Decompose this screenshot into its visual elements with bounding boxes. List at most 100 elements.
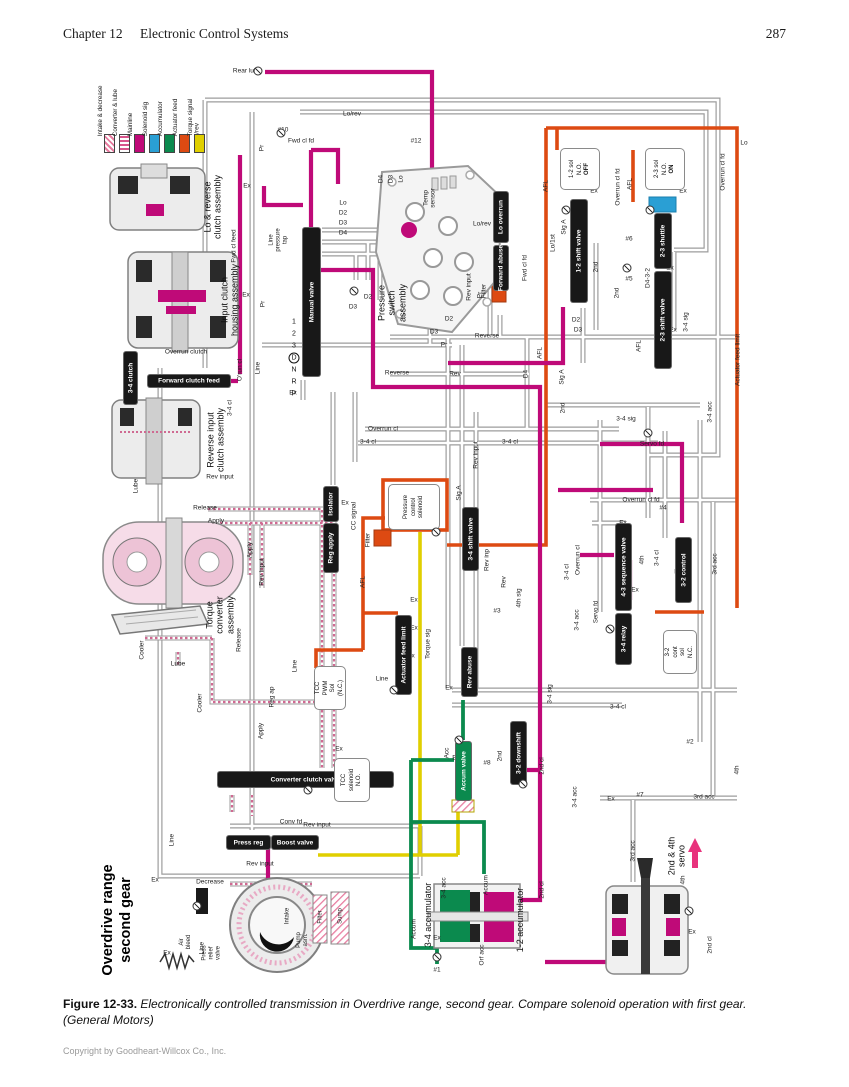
pipe-label: 2nd: [559, 402, 567, 414]
test-port-icon: [303, 785, 313, 795]
pipe-label: Ex: [341, 499, 349, 507]
test-port-icon: [454, 735, 464, 745]
pipe-label: Fwd cl fd: [287, 137, 315, 145]
pipe-label: 3-4 acc: [571, 786, 579, 808]
legend-swatch: [134, 134, 145, 153]
pipe-label: Lo: [740, 139, 748, 147]
pipe-label: Sig A: [560, 219, 568, 235]
gear-position-D: D: [288, 352, 300, 364]
pipe-label: 3-4 cl: [653, 550, 661, 566]
3-4-relay-valve-label: 3-4 relay: [620, 625, 627, 653]
pipe-label: Lo: [397, 175, 405, 183]
pipe-label: Fwd cl fd: [521, 254, 529, 282]
pipe-label: Cooler: [138, 640, 146, 660]
pipe-label: Ex: [445, 684, 453, 692]
chapter-label: Chapter 12: [63, 26, 123, 41]
pipe-label: 3-4 acc: [573, 609, 581, 631]
label-reverse-input-clutch-assembly: Reverse input clutch assembly: [205, 407, 226, 473]
3-2-control-valve-label: 3-2 control: [680, 553, 687, 587]
label-lo-reverse-clutch-assembly: Lo & reverse clutch assembly: [202, 174, 223, 240]
pipe-label: Lo/1st: [549, 234, 557, 252]
legend-swatch: [149, 134, 160, 153]
pipe-label: Line: [168, 833, 176, 847]
accumulator-pistons: [427, 883, 529, 949]
pipe-label: 3-4 sig: [682, 312, 690, 332]
manual-valve-label: Manual valve: [308, 281, 315, 323]
pipe-label: O'run cl: [236, 358, 244, 382]
pipe-label: 3-4 cl: [563, 564, 571, 580]
legend-swatch: [179, 134, 190, 153]
legend-label: Accumulator: [156, 101, 164, 137]
pressure-control-solenoid-label: Pressure control solenoid: [402, 494, 424, 520]
pipe-label: AFL: [626, 178, 634, 190]
pipe-label: Rev: [449, 370, 461, 378]
test-port-icon: [349, 286, 359, 296]
forward-abuse-valve-label: Forward abuse: [497, 244, 505, 292]
pipe-label: #8: [483, 759, 491, 767]
reg-apply-valve: Reg apply: [324, 524, 338, 572]
pipe-label: CC signal: [350, 501, 358, 531]
pipe-label: Ex: [590, 187, 598, 195]
label-3-4-accumulator: 3-4 accumulator: [422, 882, 433, 948]
rev-abuse-valve: Rev abuse: [462, 648, 477, 696]
2nd-4th-servo-art: [605, 858, 689, 975]
legend-label: Converter & lube: [111, 88, 119, 137]
pipe-label: AFL: [536, 347, 544, 359]
pipe-label: 2nd cl: [538, 757, 546, 775]
pipe-label: Accum: [410, 919, 418, 939]
pipe-label: 3-4 sig: [616, 415, 636, 423]
legend-label: Actuator feed: [171, 98, 179, 137]
3-4-clutch-passage-label: 3-4 clutch: [127, 362, 134, 394]
2-3-shuttle-valve-label: 2-3 shuttle: [659, 224, 667, 258]
pipe-label: Lo/rev: [342, 110, 362, 118]
test-port-icon: [432, 952, 442, 962]
3-4-relay-valve: 3-4 relay: [616, 614, 631, 664]
converter-lube-passages: [145, 506, 337, 887]
pipe-label: 3rd acc: [693, 793, 715, 801]
pressure-regulator-valve-label: Press reg: [233, 839, 264, 846]
pipe-label: 4th: [733, 765, 741, 775]
gear-position-R: R: [291, 378, 297, 386]
filter-and-sump: [312, 891, 350, 945]
pipe-label: Sig A: [558, 369, 566, 385]
servo-apply-arrow-icon: [688, 838, 702, 868]
pipe-label: Lo/rev: [472, 220, 492, 228]
pipe-label: D4: [377, 174, 385, 184]
pipe-label: Ex: [666, 264, 674, 272]
pipe-label: Decrease: [196, 878, 224, 886]
lo-reverse-clutch-assembly: [109, 163, 206, 231]
label-1-2-accumulator: 1-2 accumulator: [514, 887, 525, 953]
pipe-label: 2nd: [496, 750, 504, 762]
pipe-label: Pr: [258, 144, 266, 152]
accum-valve-spring-cap: [451, 799, 475, 813]
pipe-label: Filter: [480, 283, 488, 299]
1-2-shift-valve-label: 1-2 shift valve: [575, 229, 583, 273]
pipe-label: Release: [193, 504, 217, 512]
pipe-label: 3-4 acc: [706, 401, 714, 423]
label-torque-converter-assembly: Torque converter assembly: [204, 595, 236, 635]
reverse-input-clutch-assembly: [111, 397, 201, 485]
3-2-control-valve: 3-2 control: [676, 538, 691, 602]
2-3-shift-valve: 2-3 shift valve: [655, 272, 671, 368]
test-port-icon: [684, 906, 694, 916]
converter-clutch-valve-label: Converter clutch valve: [270, 776, 341, 783]
boost-valve-label: Boost valve: [276, 839, 314, 846]
afl-filter: [373, 529, 392, 547]
pipe-label: Release: [235, 628, 243, 652]
pressure-regulator-valve: Press reg: [227, 836, 270, 849]
input-clutch-housing-assembly: [127, 251, 239, 353]
forward-clutch-feed-passage: Forward clutch feed: [148, 375, 230, 387]
copyright-line: Copyright by Goodheart-Willcox Co., Inc.: [63, 1046, 227, 1056]
pipe-label: 3-4 cl: [226, 400, 234, 416]
pipe-label: Ex: [679, 187, 687, 195]
figure-credit: (General Motors): [63, 1013, 154, 1028]
pressure-switch-assembly-art: [374, 164, 504, 334]
pipe-label: Air bleed: [179, 934, 192, 950]
pipe-label: Ex: [410, 624, 418, 632]
2-3-shuttle-valve: 2-3 shuttle: [655, 214, 671, 268]
pipe-label: #6: [625, 235, 633, 243]
pipe-label: Rev input: [206, 473, 234, 481]
pipe-label: D3: [573, 326, 583, 334]
pipe-label: Lo: [339, 199, 347, 207]
